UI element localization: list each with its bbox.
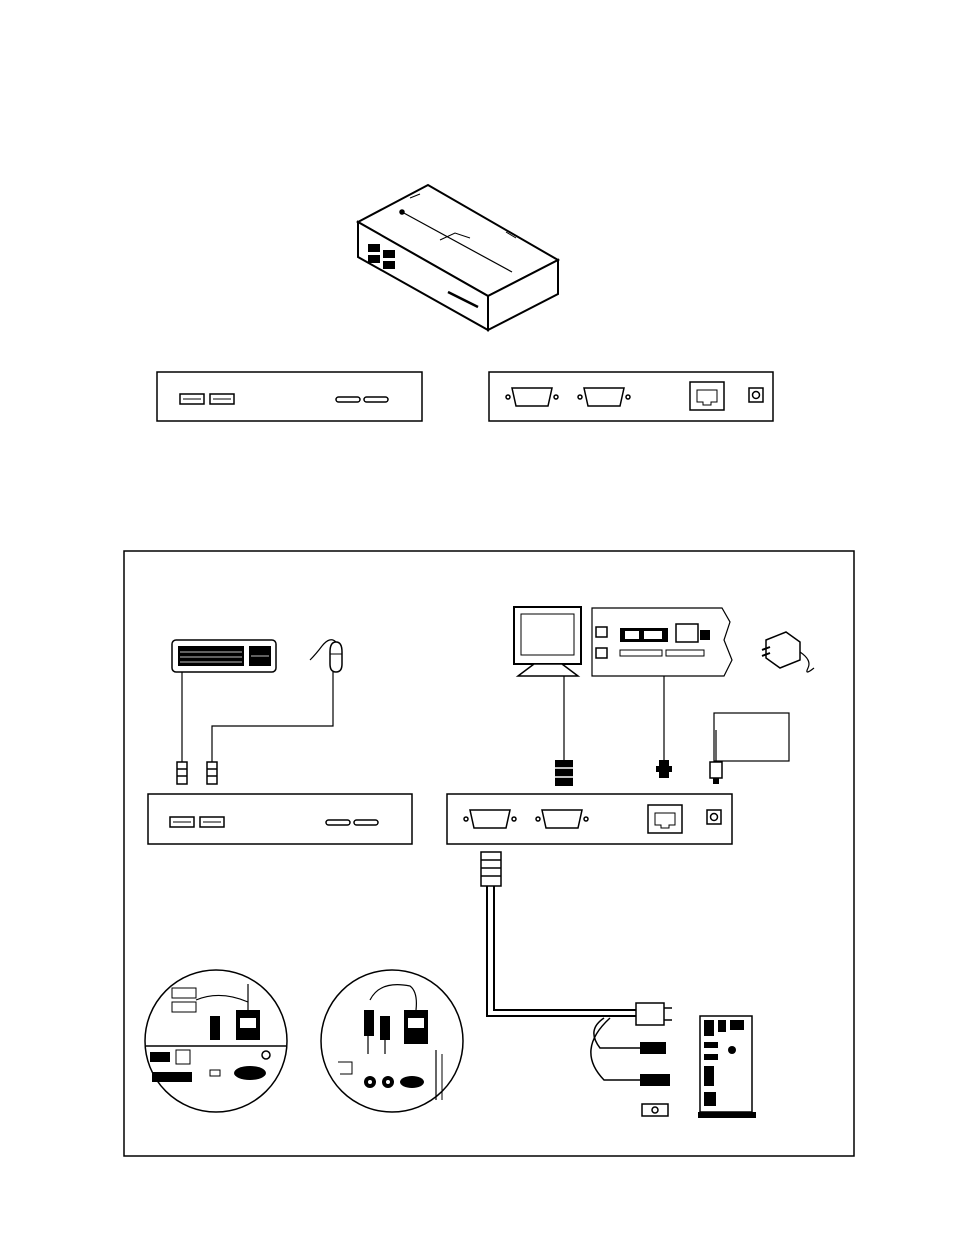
usb-plug-icon	[207, 762, 217, 784]
vga-plug-icon	[555, 760, 573, 786]
rear-panel-view	[489, 372, 773, 421]
front-panel-view	[157, 372, 422, 421]
kvm-extender-isometric	[358, 185, 558, 330]
usb-adapter-icon	[642, 1104, 668, 1116]
ps2-connection-inset	[321, 970, 463, 1112]
front-panel-connected	[148, 794, 412, 844]
rear-panel-connected	[447, 794, 732, 844]
power-label-box	[714, 713, 789, 761]
usb-plug-icon	[177, 762, 187, 784]
tower-pc-icon	[698, 1016, 756, 1118]
usb-connection-inset	[145, 970, 287, 1112]
keyboard-icon	[172, 640, 276, 672]
